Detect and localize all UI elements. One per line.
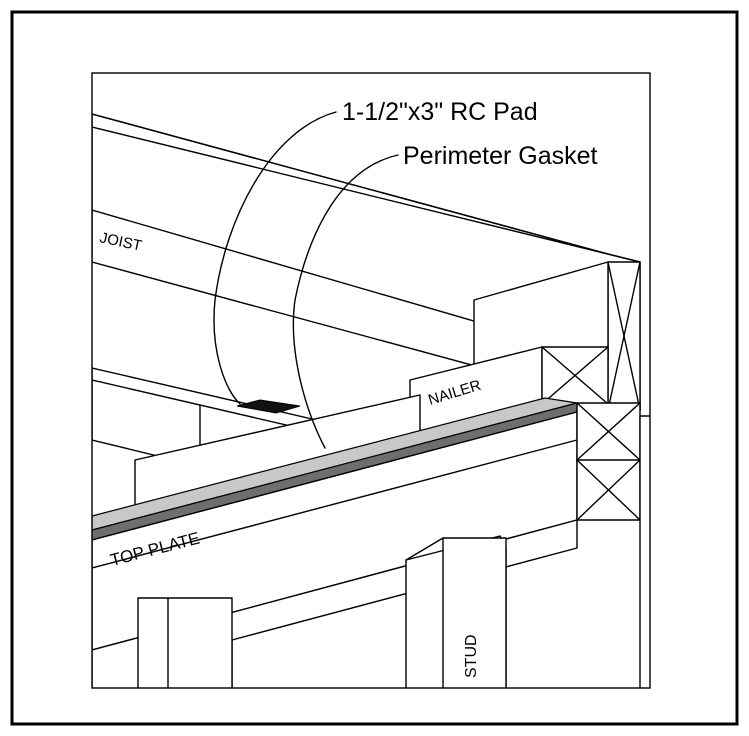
joist-end-x2 [607,261,641,411]
stud-left-back [137,597,233,688]
rc-pad-callout: 1-1/2"x3" RC Pad [342,98,538,126]
stud-label: STUD [463,634,480,678]
perimeter-gasket-callout: Perimeter Gasket [403,142,598,170]
nailer-end-x2 [541,346,609,405]
top-plate-edge [92,439,578,569]
rc-pad-leader [213,111,337,405]
joist-top-back-edge [92,126,641,263]
stud-side-edge [405,537,444,561]
drawing-area: JOIST NAILER TOP PLATE STUD [92,111,650,688]
gasket-leader [292,154,399,449]
top-plate-end-x4 [576,459,641,521]
end-post [639,415,650,688]
rc-pad [236,399,301,414]
stud-face [442,537,507,688]
top-plate-end-x2 [576,402,641,461]
top-plate-end [576,402,641,521]
joist-top-edge [92,113,609,255]
drawing-frame [91,72,651,689]
